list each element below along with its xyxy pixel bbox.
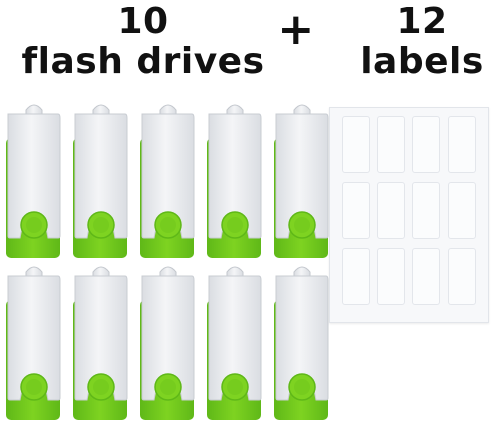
usb-flash-drive: [138, 260, 198, 424]
usb-flash-drive: [4, 98, 64, 262]
sticker-label: [448, 116, 476, 173]
usb-flash-drive: [138, 98, 198, 262]
sticker-label: [412, 116, 440, 173]
usb-flash-drive: [4, 260, 64, 424]
sticker-label: [448, 182, 476, 239]
usb-flash-drive: [71, 260, 131, 424]
sticker-label: [342, 182, 370, 239]
headline-drives-count: 10: [117, 1, 169, 42]
sticker-label: [377, 248, 405, 305]
headline-labels-text: labels: [360, 41, 484, 82]
sticker-label: [412, 182, 440, 239]
usb-flash-drive: [205, 98, 265, 262]
headline-plus: +: [277, 4, 315, 55]
sticker-label: [377, 182, 405, 239]
sticker-label: [377, 116, 405, 173]
sticker-label: [342, 248, 370, 305]
headline-drives: 10 flash drives: [14, 2, 272, 82]
headline-drives-text: flash drives: [21, 41, 265, 82]
label-sheet: [329, 107, 489, 323]
usb-flash-drive: [71, 98, 131, 262]
usb-flash-drive: [205, 260, 265, 424]
headline-labels-count: 12: [396, 1, 448, 42]
sticker-label: [342, 116, 370, 173]
headline-labels: 12 labels: [352, 2, 492, 82]
usb-flash-drive: [272, 260, 332, 424]
usb-flash-drive: [272, 98, 332, 262]
sticker-label: [412, 248, 440, 305]
sticker-label: [448, 248, 476, 305]
